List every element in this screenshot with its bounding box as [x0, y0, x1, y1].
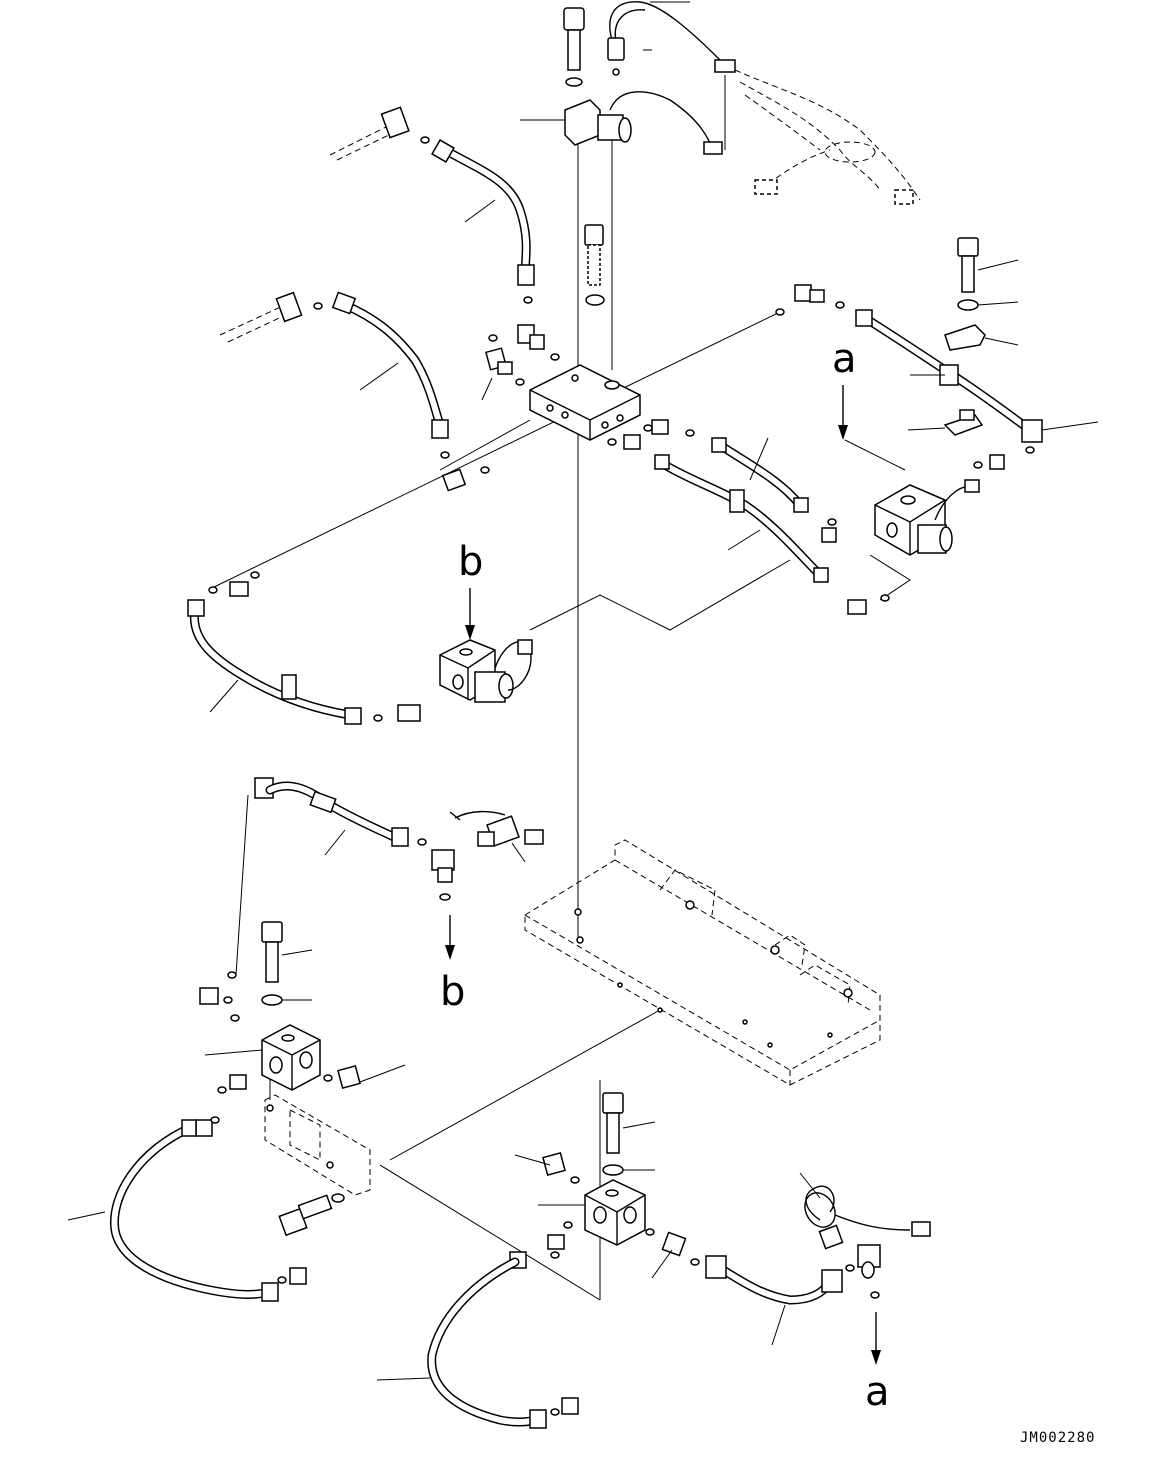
hose-right-long	[775, 284, 1099, 443]
valve-block-a	[847, 446, 1035, 615]
bolt-and-washer-upper	[584, 224, 605, 306]
valve-block-lower-left	[204, 1024, 406, 1091]
bracket-lower-left	[264, 1094, 371, 1203]
view-arrow-a-top: a	[832, 336, 857, 440]
mounting-bracket-plate	[524, 839, 881, 1086]
hose-left-long	[187, 571, 421, 725]
drawing-code: JM002280	[1020, 1430, 1095, 1446]
hose-upper-left-1	[329, 106, 535, 304]
view-arrow-b-mid: b	[458, 539, 483, 640]
wire-harness-right	[724, 69, 921, 205]
bolt-washer-lower-center	[602, 1092, 656, 1176]
valve-block-lower-center	[514, 1152, 687, 1279]
hose-lower-right	[690, 1255, 855, 1346]
hose-lower-left-b	[254, 777, 455, 901]
main-valve-block	[529, 364, 641, 441]
bolt-lower-left-loose	[278, 1194, 333, 1237]
elbow-fittings-main	[441, 324, 669, 492]
view-label-b-mid: b	[458, 539, 483, 585]
valve-block-b	[439, 639, 533, 703]
view-label-a-bottom: a	[865, 1369, 890, 1415]
bolt-washer-lower-left	[199, 921, 313, 1022]
hose-lower-center-loop	[376, 1251, 579, 1429]
pressure-switch-mid	[449, 810, 544, 863]
hose-upper-left-2	[219, 291, 450, 459]
view-label-b-low: b	[440, 969, 465, 1015]
view-arrow-b-low: b	[440, 915, 465, 1015]
view-arrow-a-bottom: a	[865, 1312, 890, 1415]
top-harness-assembly	[563, 1, 736, 87]
hose-lower-left-loop	[67, 1074, 307, 1302]
hose-center-right-pair	[654, 429, 837, 583]
view-label-a-top: a	[832, 336, 857, 382]
right-bolt-washer-clamp	[907, 237, 1019, 436]
pressure-switch-lower-right	[799, 1172, 931, 1299]
solenoid-valve-top	[520, 91, 723, 155]
